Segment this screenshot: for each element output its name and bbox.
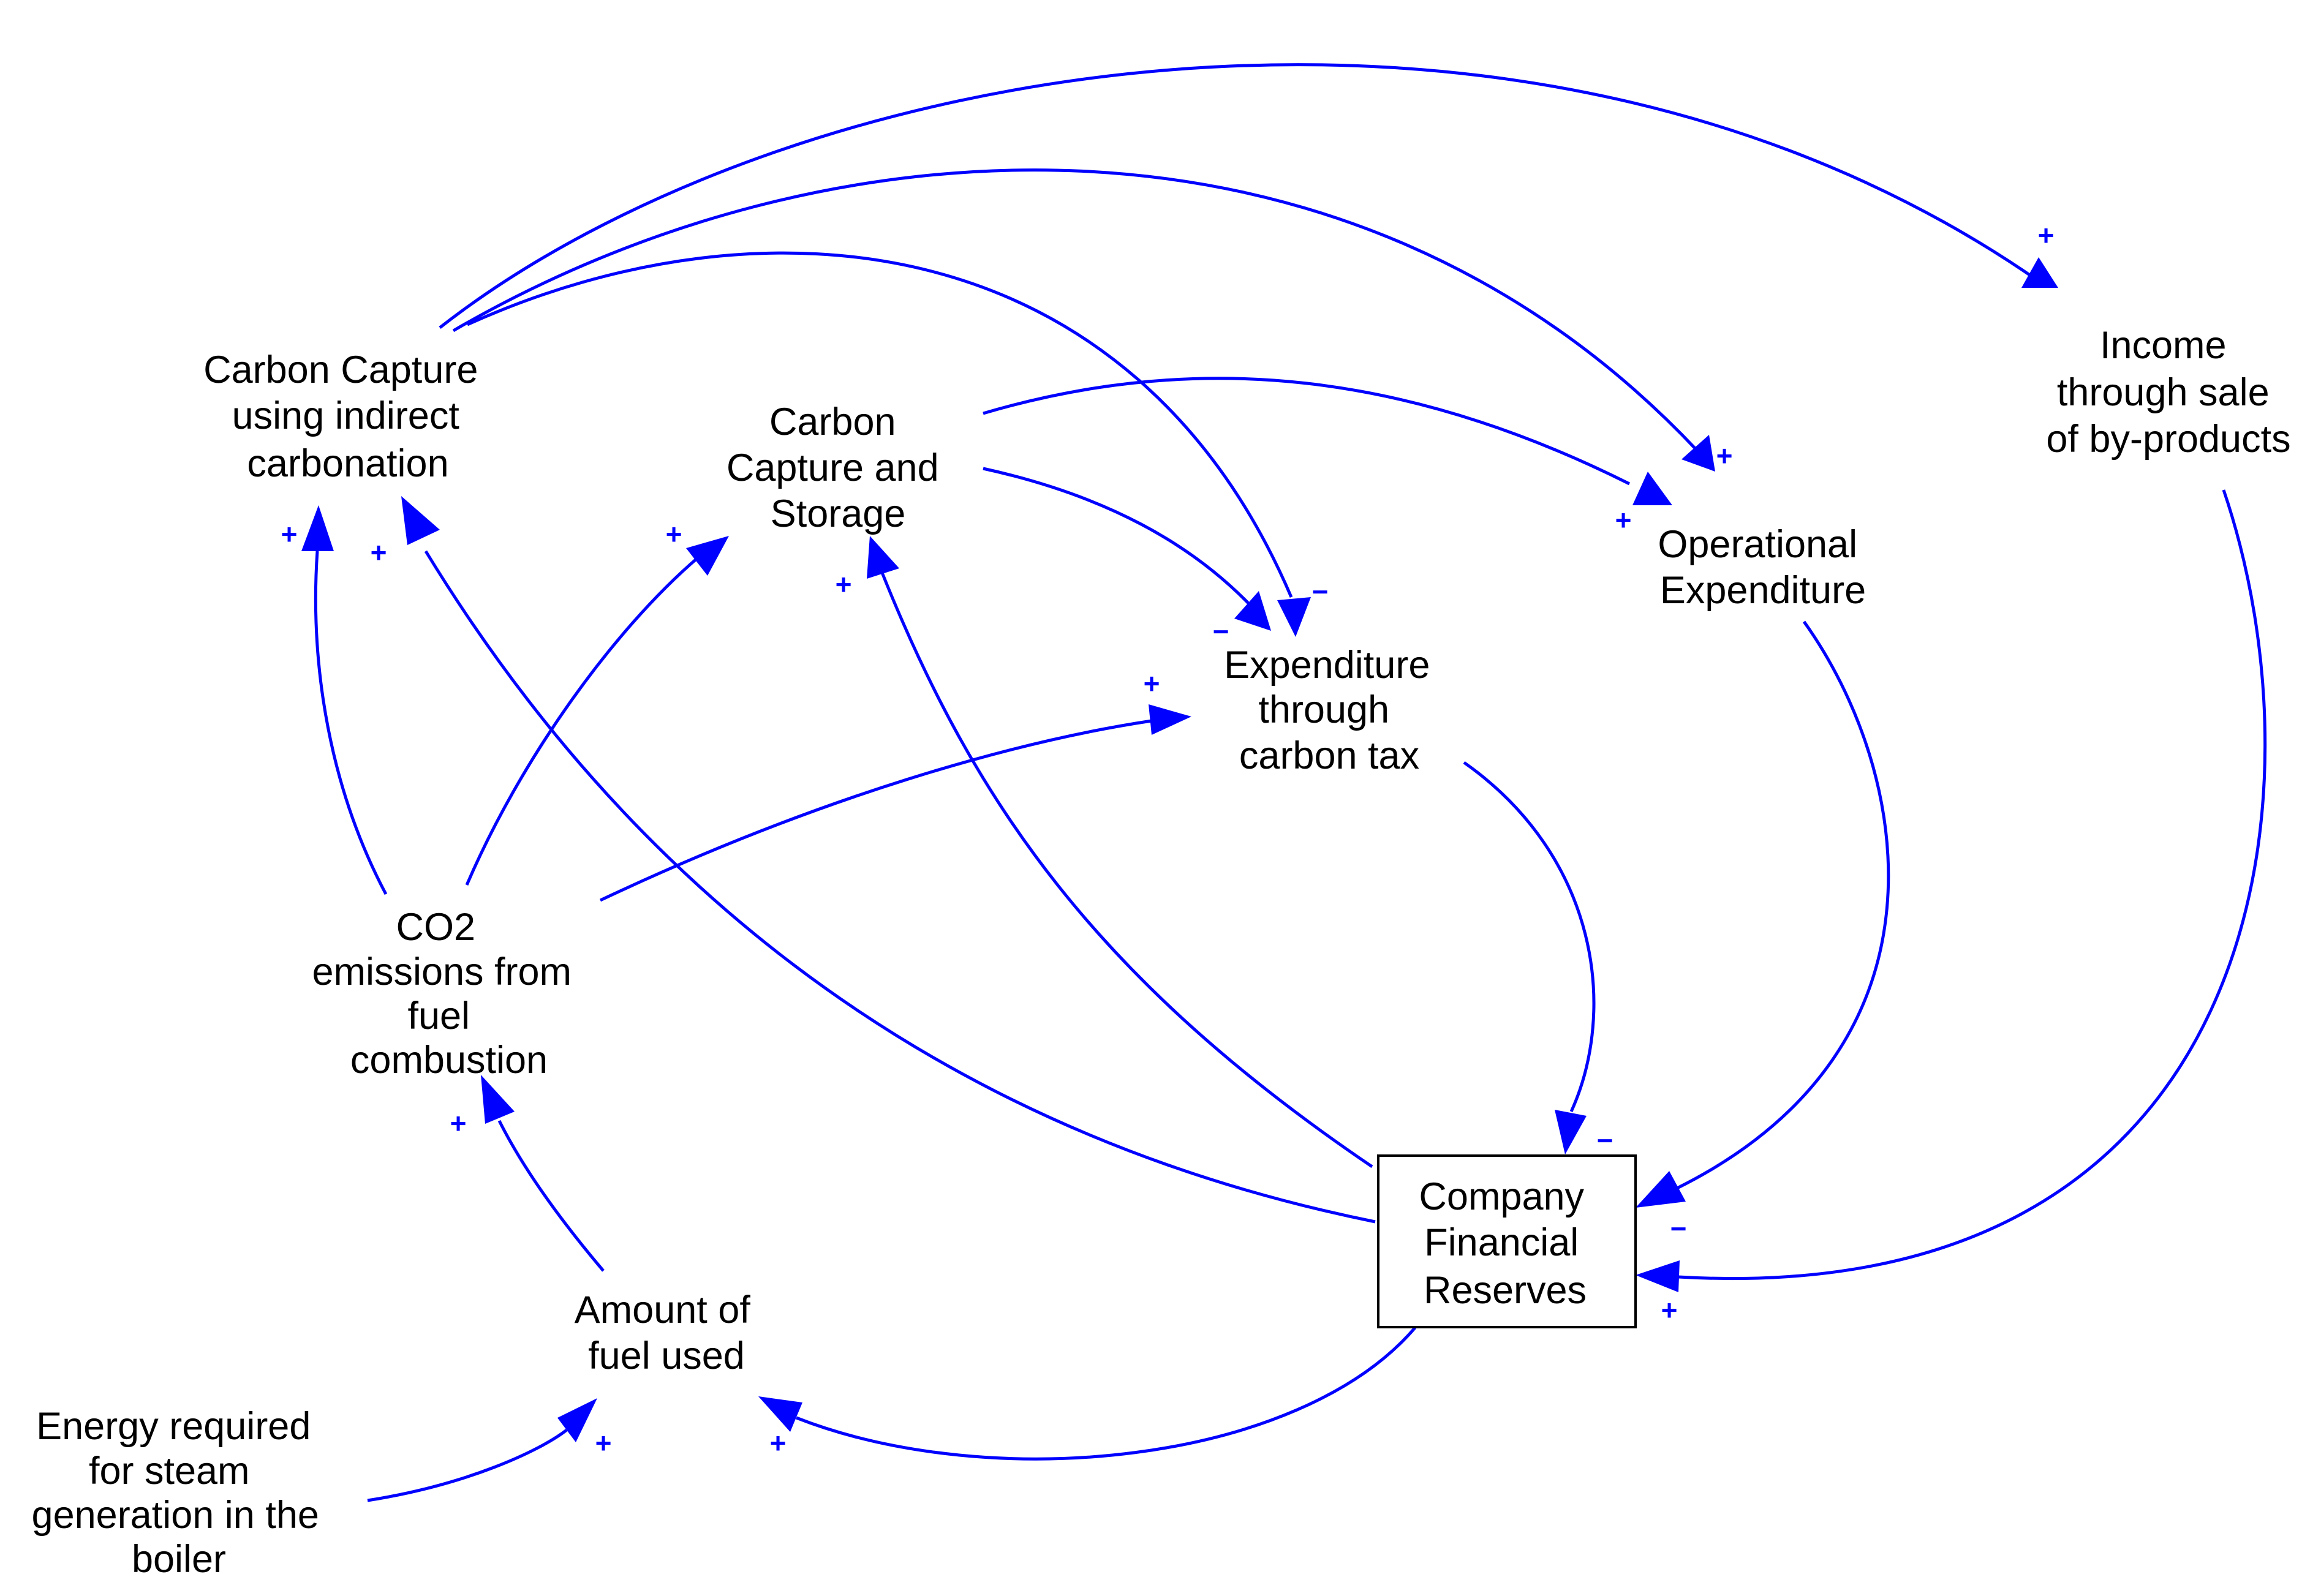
arrowhead-reserves-to-ccs bbox=[867, 536, 899, 579]
link-ccs-to-opex bbox=[983, 377, 1631, 486]
link-co2-to-cci bbox=[314, 551, 388, 895]
arrowhead-reserves-to-cci bbox=[401, 496, 440, 545]
link-ccs-to-tax bbox=[983, 467, 1250, 604]
link-tax-to-reserves bbox=[1463, 761, 1596, 1113]
arrowhead-ccs-to-tax bbox=[1234, 591, 1271, 631]
polarity-cci-to-income: + bbox=[2038, 219, 2055, 251]
arrowhead-fuel-to-co2 bbox=[481, 1075, 515, 1124]
polarity-energy-to-fuel: + bbox=[595, 1427, 612, 1459]
link-reserves-to-fuel bbox=[796, 1327, 1416, 1461]
link-co2-to-ccs bbox=[465, 556, 700, 886]
link-fuel-to-co2 bbox=[497, 1120, 605, 1272]
node-income-byproducts: Income through sale of by-products bbox=[2046, 324, 2290, 461]
arrowhead-cci-to-opex bbox=[1681, 435, 1715, 472]
link-opex-to-reserves bbox=[1676, 620, 1890, 1190]
link-reserves-to-ccs bbox=[880, 572, 1373, 1169]
node-operational-expenditure: Operational Expenditure bbox=[1658, 523, 1868, 612]
link-income-to-reserves bbox=[1678, 489, 2267, 1280]
polarity-reserves-to-ccs: + bbox=[836, 568, 852, 600]
polarity-cci-to-opex: + bbox=[1716, 440, 1733, 472]
arrowhead-tax-to-reserves bbox=[1555, 1110, 1587, 1154]
arrowhead-income-to-reserves bbox=[1636, 1260, 1680, 1292]
node-company-financial-reserves: Company Financial Reserves bbox=[1419, 1175, 1595, 1312]
arrowhead-energy-to-fuel bbox=[557, 1398, 597, 1442]
polarity-co2-to-cci: + bbox=[281, 518, 298, 550]
stock-box-company-financial-reserves bbox=[1377, 1154, 1637, 1328]
link-energy-to-fuel bbox=[367, 1429, 568, 1502]
arrowhead-opex-to-reserves bbox=[1636, 1171, 1686, 1208]
link-cci-to-tax bbox=[466, 251, 1293, 598]
polarity-fuel-to-co2: + bbox=[450, 1107, 467, 1139]
link-reserves-to-cci bbox=[424, 550, 1376, 1224]
node-amount-fuel-used: Amount of fuel used bbox=[575, 1289, 761, 1377]
polarity-reserves-to-cci: + bbox=[371, 536, 387, 568]
arrowhead-ccs-to-opex bbox=[1632, 472, 1672, 505]
polarity-co2-to-tax: + bbox=[1144, 668, 1160, 699]
node-carbon-capture-storage: Carbon Capture and Storage bbox=[726, 401, 949, 535]
polarity-cci-to-tax: − bbox=[1312, 576, 1329, 608]
node-labels: Carbon Capture using indirect carbonatio… bbox=[32, 324, 2291, 1581]
arrowhead-co2-to-ccs bbox=[686, 536, 729, 576]
polarity-markers: + + − − + + + + + + − − + + + + bbox=[281, 219, 2055, 1459]
arrowhead-cci-to-income bbox=[2021, 257, 2058, 288]
polarity-opex-to-reserves: − bbox=[1670, 1213, 1687, 1244]
polarity-co2-to-ccs: + bbox=[666, 518, 682, 550]
arrowhead-co2-to-cci bbox=[301, 505, 334, 551]
arrowhead-co2-to-tax bbox=[1149, 704, 1191, 735]
node-carbon-capture-indirect: Carbon Capture using indirect carbonatio… bbox=[203, 348, 489, 485]
polarity-ccs-to-tax: − bbox=[1213, 615, 1229, 647]
link-cci-to-income bbox=[439, 63, 2032, 329]
polarity-reserves-to-fuel: + bbox=[770, 1427, 787, 1459]
polarity-tax-to-reserves: − bbox=[1597, 1124, 1613, 1156]
link-cci-to-opex bbox=[452, 168, 1698, 451]
links bbox=[301, 63, 2267, 1502]
link-co2-to-tax bbox=[599, 719, 1152, 902]
arrowhead-cci-to-tax bbox=[1277, 597, 1311, 637]
arrowhead-reserves-to-fuel bbox=[758, 1396, 802, 1432]
polarity-income-to-reserves: + bbox=[1661, 1294, 1678, 1326]
node-expenditure-carbon-tax: Expenditure through carbon tax bbox=[1224, 644, 1441, 777]
node-co2-emissions: CO2 emissions from fuel combustion bbox=[312, 906, 582, 1082]
polarity-ccs-to-opex: + bbox=[1615, 504, 1632, 536]
node-energy-required: Energy required for steam generation in … bbox=[32, 1405, 330, 1581]
